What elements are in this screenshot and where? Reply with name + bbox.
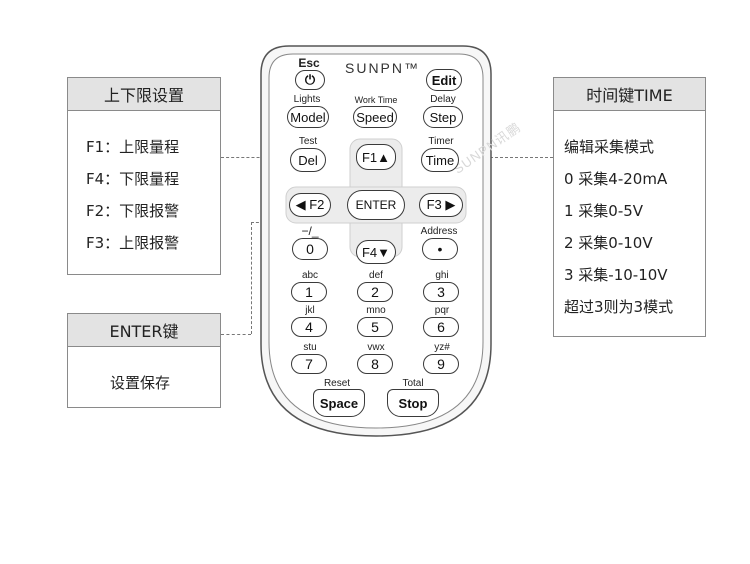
mno-label: mno: [366, 305, 386, 316]
address-label: Address: [420, 226, 458, 237]
connector-limits: [221, 157, 290, 158]
power-button[interactable]: ⏻: [295, 70, 325, 90]
connector-enter-v: [251, 222, 252, 334]
timer-label: Timer: [428, 136, 454, 147]
enter-info-box: ENTER键 设置保存: [67, 313, 221, 408]
lights-label: Lights: [293, 94, 321, 105]
connector-time: [460, 157, 553, 158]
key-0[interactable]: 0: [292, 238, 328, 260]
f1-up-button[interactable]: F1▲: [356, 144, 396, 170]
del-button[interactable]: Del: [290, 148, 326, 172]
key-4[interactable]: 4: [291, 317, 327, 337]
key-7[interactable]: 7: [291, 354, 327, 374]
power-icon: ⏻: [304, 72, 316, 87]
work-time-label: Work Time: [354, 95, 398, 105]
limits-line-f3: F3：上限报警: [86, 234, 180, 252]
reset-label: Reset: [323, 378, 351, 389]
enter-line-save: 设置保存: [110, 374, 171, 392]
limits-box-title: 上下限设置: [68, 78, 220, 111]
limits-line-f1: F1：上限量程: [86, 138, 180, 156]
stop-button[interactable]: Stop: [387, 389, 439, 417]
time-line-3: 2 采集0-10V: [564, 234, 653, 252]
time-line-1: 0 采集4-20mA: [564, 170, 668, 188]
edit-button[interactable]: Edit: [426, 69, 462, 91]
abc-label: abc: [301, 270, 319, 281]
time-box-title: 时间键TIME: [554, 78, 705, 111]
yz-label: yz#: [434, 342, 450, 353]
remote-control: SUNPN™ SUNPN讯鹏 Esc ⏻ Edit Lights Model W…: [259, 44, 524, 438]
test-label: Test: [298, 136, 318, 147]
pqr-label: pqr: [434, 305, 450, 316]
limits-info-box: 上下限设置 F1：上限量程 F4：下限量程 F2：下限报警 F3：上限报警: [67, 77, 221, 275]
esc-label: Esc: [298, 56, 320, 70]
jkl-label: jkl: [305, 305, 315, 316]
limits-line-f4: F4：下限量程: [86, 170, 180, 188]
f4-down-button[interactable]: F4▼: [356, 240, 396, 264]
time-line-0: 编辑采集模式: [564, 138, 655, 156]
step-button[interactable]: Step: [423, 106, 463, 128]
key-9[interactable]: 9: [423, 354, 459, 374]
ghi-label: ghi: [435, 270, 449, 281]
enter-box-title: ENTER键: [68, 314, 220, 347]
minus-underscore-label: −/_: [301, 224, 319, 238]
time-line-4: 3 采集-10-10V: [564, 266, 668, 284]
key-8[interactable]: 8: [357, 354, 393, 374]
time-button[interactable]: Time: [421, 148, 459, 172]
key-6[interactable]: 6: [423, 317, 459, 337]
delay-label: Delay: [430, 94, 456, 105]
time-line-2: 1 采集0-5V: [564, 202, 644, 220]
total-label: Total: [402, 378, 424, 389]
speed-button[interactable]: Speed: [353, 106, 397, 128]
connector-enter-h: [221, 334, 251, 335]
time-line-5: 超过3则为3模式: [564, 298, 674, 316]
key-3[interactable]: 3: [423, 282, 459, 302]
key-5[interactable]: 5: [357, 317, 393, 337]
stu-label: stu: [303, 342, 317, 353]
def-label: def: [369, 270, 383, 281]
time-info-box: 时间键TIME 编辑采集模式 0 采集4-20mA 1 采集0-5V 2 采集0…: [553, 77, 706, 337]
vwx-label: vwx: [367, 342, 385, 353]
key-dot[interactable]: •: [422, 238, 458, 260]
space-button[interactable]: Space: [313, 389, 365, 417]
brand-logo: SUNPN™: [345, 60, 421, 76]
key-2[interactable]: 2: [357, 282, 393, 302]
enter-button[interactable]: ENTER: [347, 190, 405, 220]
model-button[interactable]: Model: [287, 106, 329, 128]
key-1[interactable]: 1: [291, 282, 327, 302]
f2-left-button[interactable]: ◀ F2: [289, 193, 331, 217]
f3-right-button[interactable]: F3 ▶: [419, 193, 463, 217]
limits-line-f2: F2：下限报警: [86, 202, 180, 220]
